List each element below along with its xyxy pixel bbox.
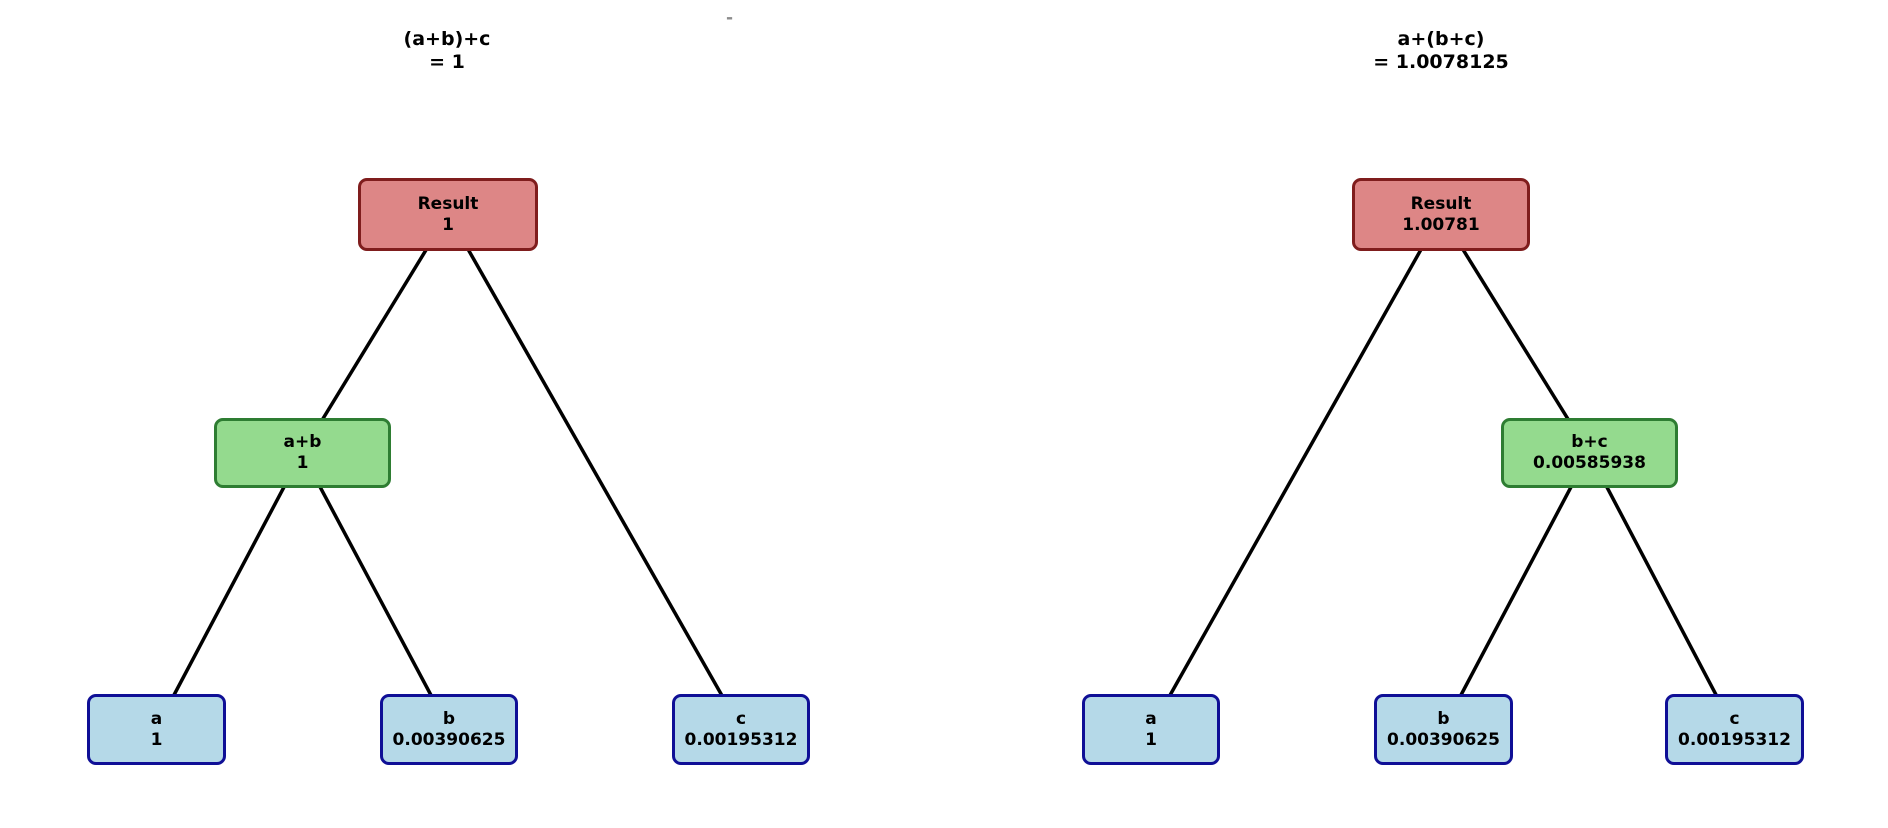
- right-edge-intermediate-to-leaf-c: [1587, 452, 1736, 730]
- node-label: b: [1437, 708, 1450, 729]
- left-leaf-c-node: c 0.00195312: [672, 694, 810, 765]
- node-label: c: [735, 708, 747, 729]
- left-edge-result-to-intermediate: [300, 213, 450, 454]
- node-value: 1.00781: [1402, 214, 1480, 235]
- right-edge-result-to-leaf-a: [1149, 213, 1443, 730]
- node-value: 1: [296, 453, 309, 473]
- node-value: 0.00390625: [392, 729, 506, 750]
- node-value: 0.00390625: [1387, 729, 1500, 750]
- node-label: b: [442, 708, 456, 729]
- node-label: a: [150, 708, 163, 729]
- node-value: 1: [442, 214, 454, 235]
- stray-minus-glyph: -: [726, 8, 734, 28]
- right-tree-title: a+(b+c) = 1.0078125: [1373, 28, 1509, 74]
- node-value: 1: [1145, 729, 1157, 750]
- node-label: a: [1145, 708, 1157, 729]
- node-value: 0.00195312: [1678, 729, 1791, 750]
- node-label: b+c: [1571, 432, 1608, 452]
- node-label: a+b: [283, 432, 322, 452]
- right-leaf-b-node: b 0.00390625: [1374, 694, 1513, 765]
- right-leaf-a-node: a 1: [1082, 694, 1220, 765]
- left-edge-intermediate-to-leaf-b: [300, 452, 451, 730]
- left-tree-title: (a+b)+c = 1: [404, 28, 491, 74]
- right-tree-title-expression: a+(b+c): [1397, 28, 1485, 50]
- left-edge-result-to-leaf-c: [446, 213, 743, 730]
- right-intermediate-node: b+c 0.00585938: [1501, 418, 1678, 488]
- left-edge-intermediate-to-leaf-a: [154, 452, 304, 730]
- left-tree-title-value: = 1: [429, 51, 465, 73]
- left-result-node: Result 1: [358, 178, 538, 251]
- node-value: 0.00195312: [684, 729, 798, 750]
- node-label: c: [1729, 708, 1740, 729]
- right-leaf-c-node: c 0.00195312: [1665, 694, 1804, 765]
- left-intermediate-node: a+b 1: [214, 418, 391, 488]
- right-tree-title-value: = 1.0078125: [1373, 51, 1509, 73]
- right-edge-result-to-intermediate: [1439, 213, 1591, 454]
- node-value: 0.00585938: [1533, 453, 1646, 473]
- node-value: 1: [150, 729, 163, 750]
- right-edge-intermediate-to-leaf-b: [1441, 452, 1591, 730]
- left-leaf-b-node: b 0.00390625: [380, 694, 518, 765]
- node-label: Result: [1410, 193, 1472, 214]
- node-label: Result: [417, 193, 479, 214]
- right-result-node: Result 1.00781: [1352, 178, 1530, 251]
- left-leaf-a-node: a 1: [87, 694, 226, 765]
- left-tree-title-expression: (a+b)+c: [403, 28, 491, 50]
